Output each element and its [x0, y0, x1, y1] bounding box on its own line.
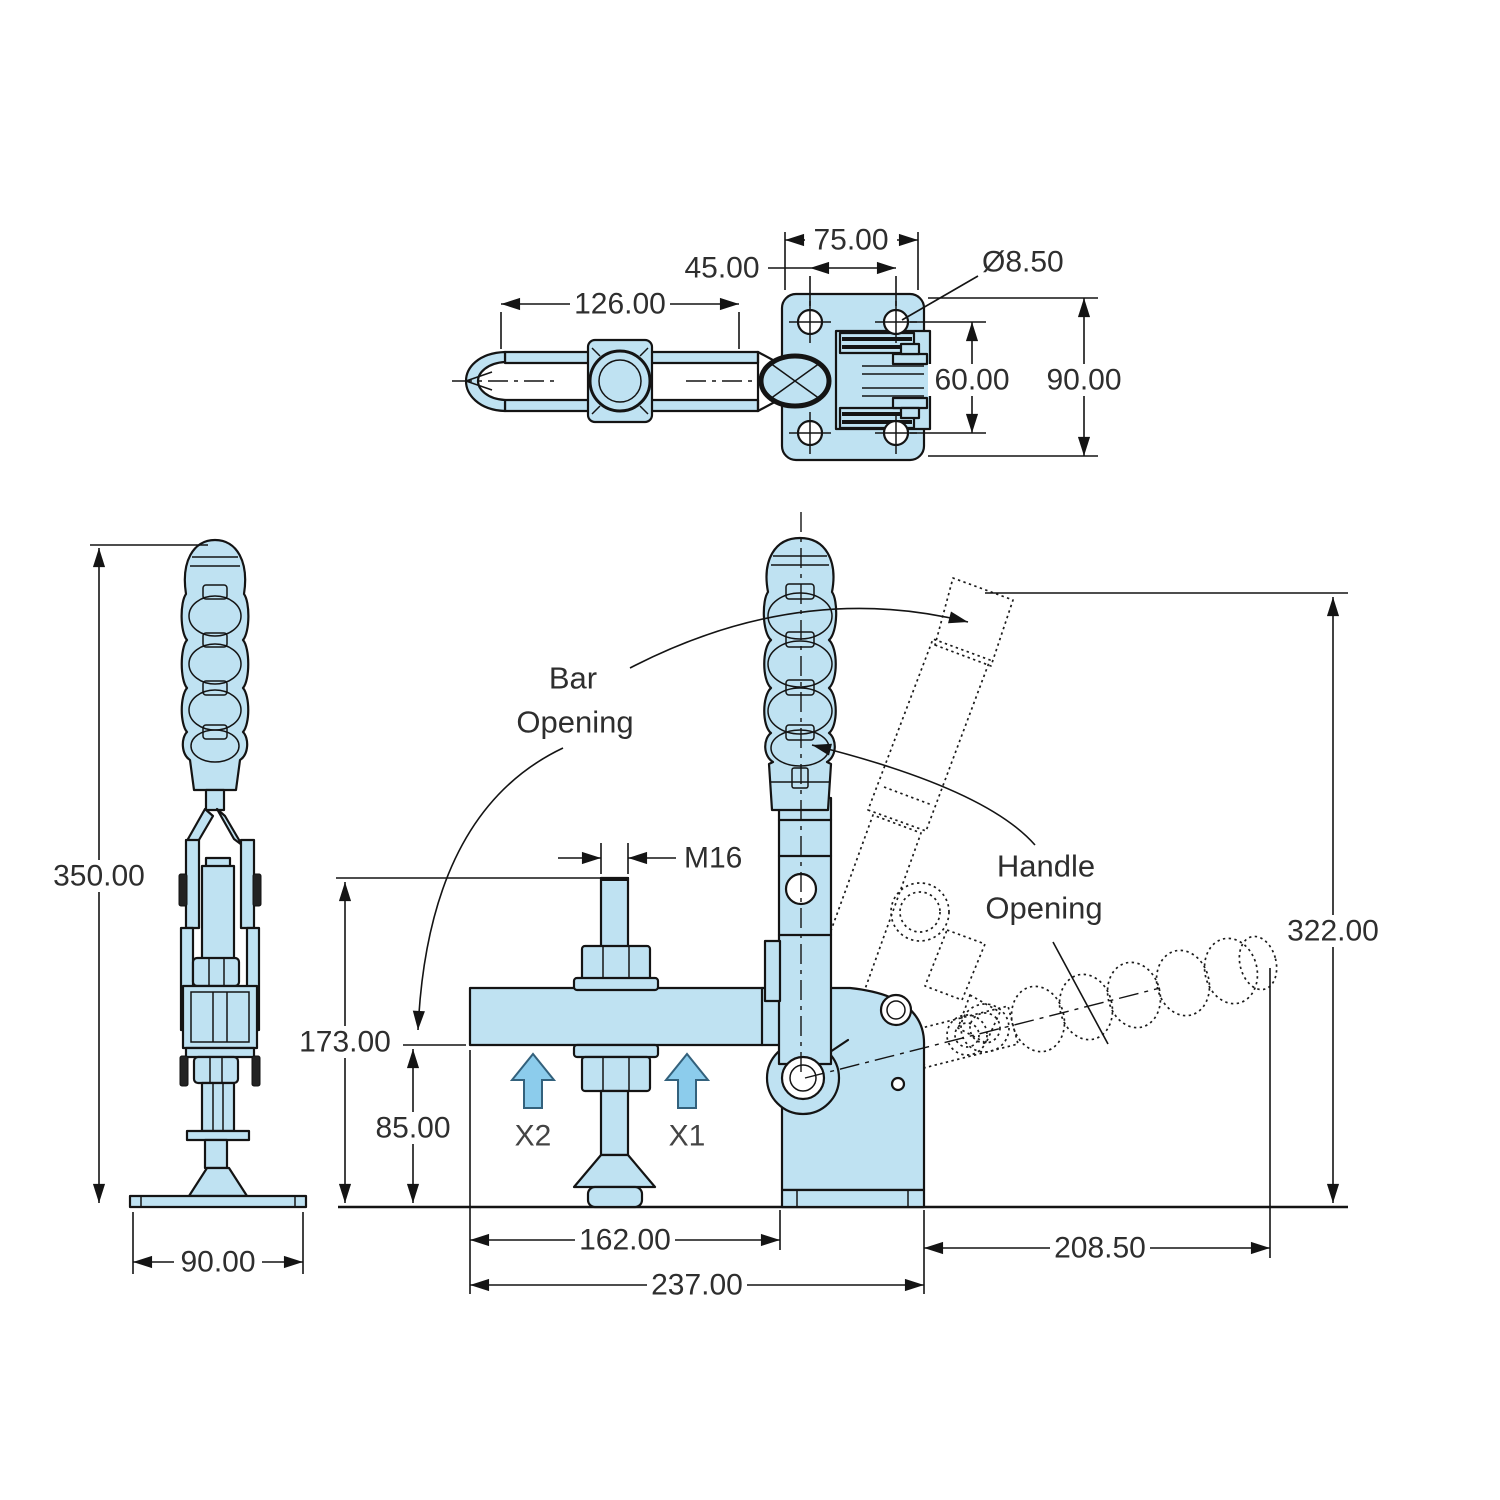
x1-label: X1	[669, 1120, 706, 1153]
dim-label: 237.00	[651, 1269, 743, 1302]
phantom-handle-tilted	[800, 577, 1014, 1053]
dim-arm-length: 162.00	[469, 1050, 781, 1294]
label-bar-opening: Bar Opening	[412, 607, 969, 1031]
handle-grip-side	[180, 538, 250, 792]
dim-thread: M16	[558, 842, 742, 875]
label-handle-opening: Handle Opening	[811, 743, 1109, 1045]
spindle-foot	[572, 1153, 657, 1189]
dim-base-width: 90.00	[132, 1212, 304, 1279]
dim-plate-height: 90.00	[928, 297, 1128, 457]
front-view	[338, 512, 1348, 1209]
dim-open-height: 322.00	[985, 592, 1383, 1203]
dim-label: 322.00	[1287, 915, 1379, 948]
side-view	[128, 538, 308, 1209]
dim-spindle-height: 173.00	[295, 877, 600, 1203]
dim-arm-height: 85.00	[369, 1044, 466, 1203]
top-view	[452, 292, 932, 462]
x2-label: X2	[515, 1120, 552, 1153]
dim-bar-length: 126.00	[500, 288, 740, 349]
bar-opening-line1: Bar	[549, 661, 597, 696]
dim-label: 162.00	[579, 1224, 671, 1257]
handle-opening-line1: Handle	[997, 849, 1095, 884]
dim-overall-height: 350.00	[49, 544, 208, 1203]
force-arrow-x2	[509, 1052, 557, 1109]
dim-hole-diameter: Ø8.50	[901, 246, 1064, 321]
mounting-holes	[789, 301, 917, 454]
dim-hole-spacing-v: 60.00	[910, 321, 1016, 434]
dim-label: 45.00	[684, 252, 759, 285]
lever	[777, 796, 833, 1066]
dim-label: M16	[684, 842, 742, 875]
dim-label: 60.00	[934, 364, 1009, 397]
dim-handle-reach: 208.50	[924, 968, 1271, 1265]
handle-grip-front	[762, 536, 838, 812]
force-arrow-x1	[663, 1052, 711, 1109]
dim-label: 126.00	[574, 288, 666, 321]
dim-label: 90.00	[1046, 364, 1121, 397]
dim-label: 208.50	[1054, 1232, 1146, 1265]
label-force-points: X2 X1	[515, 1120, 706, 1153]
clamp-base	[780, 1188, 926, 1209]
dim-label: 85.00	[375, 1112, 450, 1145]
bar-opening-line2: Opening	[516, 705, 633, 740]
base-plate-side	[128, 1194, 308, 1209]
dim-label: 173.00	[299, 1026, 391, 1059]
dim-label: 350.00	[53, 860, 145, 893]
dim-hole-spacing-h: 45.00	[684, 252, 897, 306]
clamp-arm	[468, 986, 784, 1047]
spindle-rod	[599, 876, 630, 950]
dim-plate-width: 75.00	[784, 224, 919, 290]
handle-opening-line2: Opening	[985, 891, 1102, 926]
dim-overall-width: 237.00	[470, 1210, 925, 1302]
dim-label: 75.00	[813, 224, 888, 257]
dim-label: Ø8.50	[982, 246, 1064, 279]
dim-label: 90.00	[180, 1246, 255, 1279]
